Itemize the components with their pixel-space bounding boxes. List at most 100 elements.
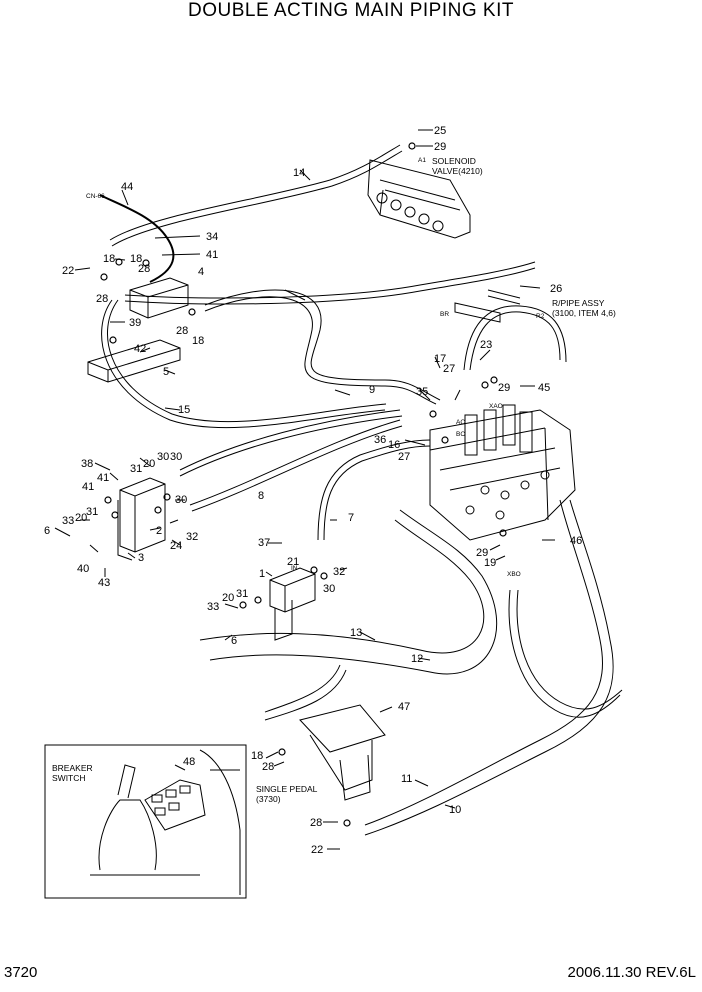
part-label: 12 — [411, 653, 423, 665]
diagram-label: 28 — [262, 761, 274, 773]
pedal-47 — [299, 704, 386, 753]
block-4 — [129, 277, 189, 319]
diagram-label: 41 — [97, 472, 109, 484]
diagram-label: 30 — [170, 451, 182, 463]
breaker-switch-inset — [44, 744, 247, 899]
part-label: 23 — [480, 339, 492, 351]
diagram-label: 29 — [476, 547, 488, 559]
part-label: 2 — [156, 525, 162, 537]
hose-top-right — [124, 261, 536, 299]
part-label: 16 — [388, 439, 400, 451]
block-1 — [269, 567, 316, 613]
part-label: 24 — [170, 540, 182, 552]
breaker-note-2: SWITCH — [52, 773, 86, 783]
diagram-label: BR — [440, 311, 449, 318]
part-label: 11 — [401, 773, 412, 785]
part-label: 25 — [434, 125, 446, 137]
part-label: 17 — [434, 353, 446, 365]
hose-8 — [189, 419, 401, 506]
rpipe-note-1: R/PIPE ASSY — [552, 298, 605, 308]
part-label: 39 — [129, 317, 141, 329]
diagram-label: 28 — [176, 325, 188, 337]
part-label: 3 — [138, 552, 144, 564]
diagram-label: 27 — [398, 451, 410, 463]
hose-9 — [204, 289, 441, 401]
hose-14 — [109, 144, 401, 241]
part-label: 7 — [348, 512, 354, 524]
bracket-5 — [87, 339, 181, 383]
part-label: 43 — [98, 577, 110, 589]
part-label: 15 — [178, 404, 190, 416]
hose-15 — [101, 299, 386, 429]
diagram-label: 30 — [175, 494, 187, 506]
part-label: 18 — [130, 253, 142, 265]
block-2 — [119, 477, 166, 553]
part-label: 21 — [287, 556, 299, 568]
part-label: 29 — [434, 141, 446, 153]
diagram-label: R2 — [536, 313, 545, 320]
part-label: 10 — [449, 804, 461, 816]
diagram-label: AO — [456, 419, 465, 426]
diagram-label: CN-66 — [86, 193, 105, 200]
diagram-label: BO — [456, 431, 465, 438]
hose-12 — [209, 509, 498, 675]
part-label: 37 — [258, 537, 270, 549]
hose-7 — [317, 439, 431, 541]
part-label: 1 — [259, 568, 265, 580]
diagram-label: 20 — [75, 512, 87, 524]
part-label: 35 — [416, 386, 428, 398]
hose-13 — [199, 519, 485, 654]
diagram-label: IN — [291, 565, 298, 572]
solenoid-note-2: VALVE(4210) — [432, 166, 483, 176]
diagram-label: 32 — [333, 566, 345, 578]
diagram-label: 22 — [311, 844, 323, 856]
diagram-label: 31 — [236, 588, 248, 600]
part-label: 5 — [163, 366, 169, 378]
diagram-label: 20 — [222, 592, 234, 604]
part-label: 6 — [44, 525, 50, 537]
part-label: 41 — [206, 249, 218, 261]
part-label: 20 — [143, 458, 155, 470]
hose-11 — [364, 499, 603, 826]
bracket-3 — [117, 500, 133, 561]
part-label: 8 — [258, 490, 264, 502]
hose-10 — [364, 499, 614, 836]
diagram-label: 30 — [323, 583, 335, 595]
part-label: 48 — [183, 756, 195, 768]
diagram-label: 6 — [231, 635, 237, 647]
part-label: 46 — [570, 535, 582, 547]
part-label: 27 — [443, 363, 455, 375]
part-label: 38 — [81, 458, 93, 470]
page-title: DOUBLE ACTING MAIN PIPING KIT — [188, 0, 514, 21]
diagram-label: XAO — [489, 403, 503, 410]
part-label: 14 — [293, 167, 305, 179]
page-number: 3720 — [4, 964, 38, 981]
part-label: 31 — [130, 463, 142, 475]
diagram-label: 28 — [310, 817, 322, 829]
diagram-label: 18 — [103, 253, 115, 265]
part-label: 36 — [374, 434, 386, 446]
part-label: 45 — [538, 382, 550, 394]
part-label: 32 — [186, 531, 198, 543]
part-label: 40 — [77, 563, 89, 575]
part-label: 9 — [369, 384, 375, 396]
diagram-label: 18 — [192, 335, 204, 347]
solenoid-valve — [367, 159, 471, 239]
part-label: 28 — [138, 263, 150, 275]
part-label: 34 — [206, 231, 218, 243]
part-label: 47 — [398, 701, 410, 713]
pedal-note-1: SINGLE PEDAL — [256, 784, 318, 794]
diagram-label: 28 — [96, 293, 108, 305]
diagram-label: 18 — [251, 750, 263, 762]
part-label: 13 — [350, 627, 362, 639]
diagram-notes: SOLENOID VALVE(4210) R/PIPE ASSY (3100, … — [52, 156, 616, 804]
diagram-label: A1 — [418, 157, 426, 164]
part-label: 26 — [550, 283, 562, 295]
revision-date: 2006.11.30 REV.6L — [567, 964, 696, 981]
diagram-label: XBO — [507, 571, 521, 578]
diagram-label: 31 — [86, 506, 98, 518]
part-label: 22 — [62, 265, 74, 277]
part-label: 19 — [484, 557, 496, 569]
part-label: 33 — [62, 515, 74, 527]
